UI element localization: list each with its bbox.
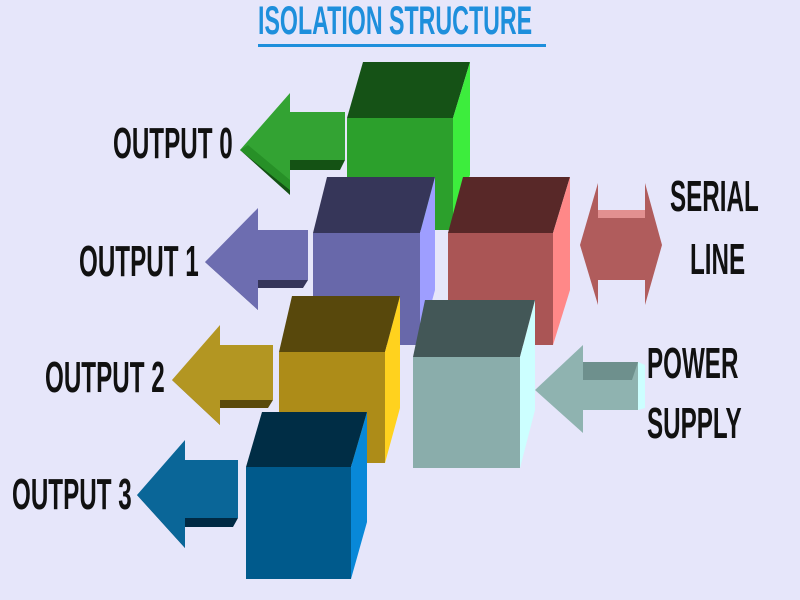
supply-label: SUPPLY [647,399,742,448]
diagram-title: ISOLATION STRUCTURE [258,0,533,43]
output2-arrow-icon [172,325,273,425]
output2-label: OUTPUT 2 [45,353,165,402]
serial-line-double-arrow-icon [580,183,662,305]
title-underline [258,44,546,47]
output0-arrow-icon [240,93,345,195]
output1-arrow-icon [205,208,308,310]
output1-label: OUTPUT 1 [79,237,199,286]
output3-arrow-icon [137,440,238,548]
power-label: POWER [647,339,739,388]
power-supply-arrow-icon [535,345,645,433]
line-label: LINE [690,235,746,284]
serial-label: SERIAL [670,172,759,221]
output0-label: OUTPUT 0 [113,119,233,168]
power-isolation-cube [413,300,535,468]
output3-isolation-cube [246,412,367,579]
output3-label: OUTPUT 3 [12,470,132,519]
